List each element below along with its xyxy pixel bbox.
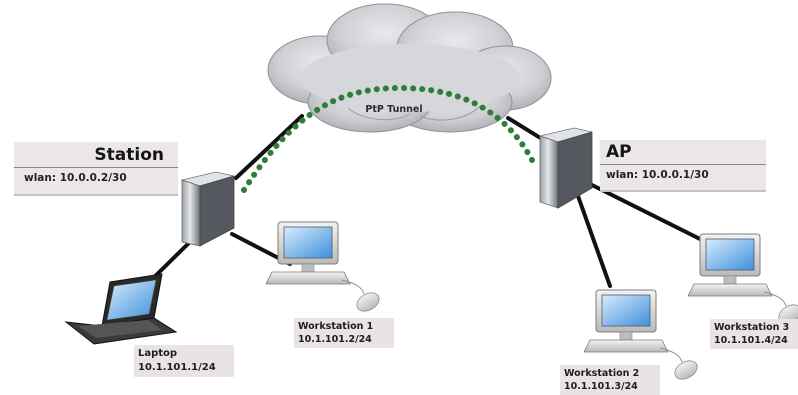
ap-panel: AP wlan: 10.0.0.1/30	[600, 140, 766, 192]
tunnel-label: PtP Tunnel	[365, 104, 422, 115]
cable-ap-ws3	[588, 182, 704, 242]
ws1-name: Workstation 1	[298, 321, 374, 332]
ap-rule	[600, 164, 766, 165]
cable-ap-ws2	[576, 194, 612, 288]
ap-title: AP	[606, 142, 632, 162]
workstation-icon	[265, 221, 383, 316]
cable-station-cloud	[234, 114, 304, 180]
laptop-ip: 10.1.101.1/24	[138, 362, 216, 373]
ws2-name: Workstation 2	[564, 368, 640, 379]
laptop-label: Laptop 10.1.101.1/24	[134, 345, 234, 377]
ws3-ip: 10.1.101.4/24	[714, 335, 788, 346]
ws3-name: Workstation 3	[714, 322, 790, 333]
station-rule	[14, 167, 178, 168]
ptp-tunnel-arc	[241, 84, 535, 193]
ws1-label: Workstation 1 10.1.101.2/24	[294, 318, 394, 348]
laptop-name: Laptop	[138, 348, 178, 359]
ws2-ip: 10.1.101.3/24	[564, 381, 638, 392]
laptop-icon	[64, 273, 178, 345]
workstation-icon	[687, 233, 798, 328]
ws2-label: Workstation 2 10.1.101.3/24	[560, 365, 660, 395]
router-icon	[180, 171, 235, 247]
cloud-icon	[267, 3, 552, 133]
station-panel: Station wlan: 10.0.0.2/30	[14, 142, 178, 196]
ap-wlan: wlan: 10.0.0.1/30	[606, 169, 709, 181]
ws3-label: Workstation 3 10.1.101.4/24	[710, 319, 798, 349]
ws1-ip: 10.1.101.2/24	[298, 334, 372, 345]
station-wlan: wlan: 10.0.0.2/30	[24, 172, 127, 184]
station-title: Station	[94, 145, 164, 165]
router-icon	[538, 127, 593, 209]
